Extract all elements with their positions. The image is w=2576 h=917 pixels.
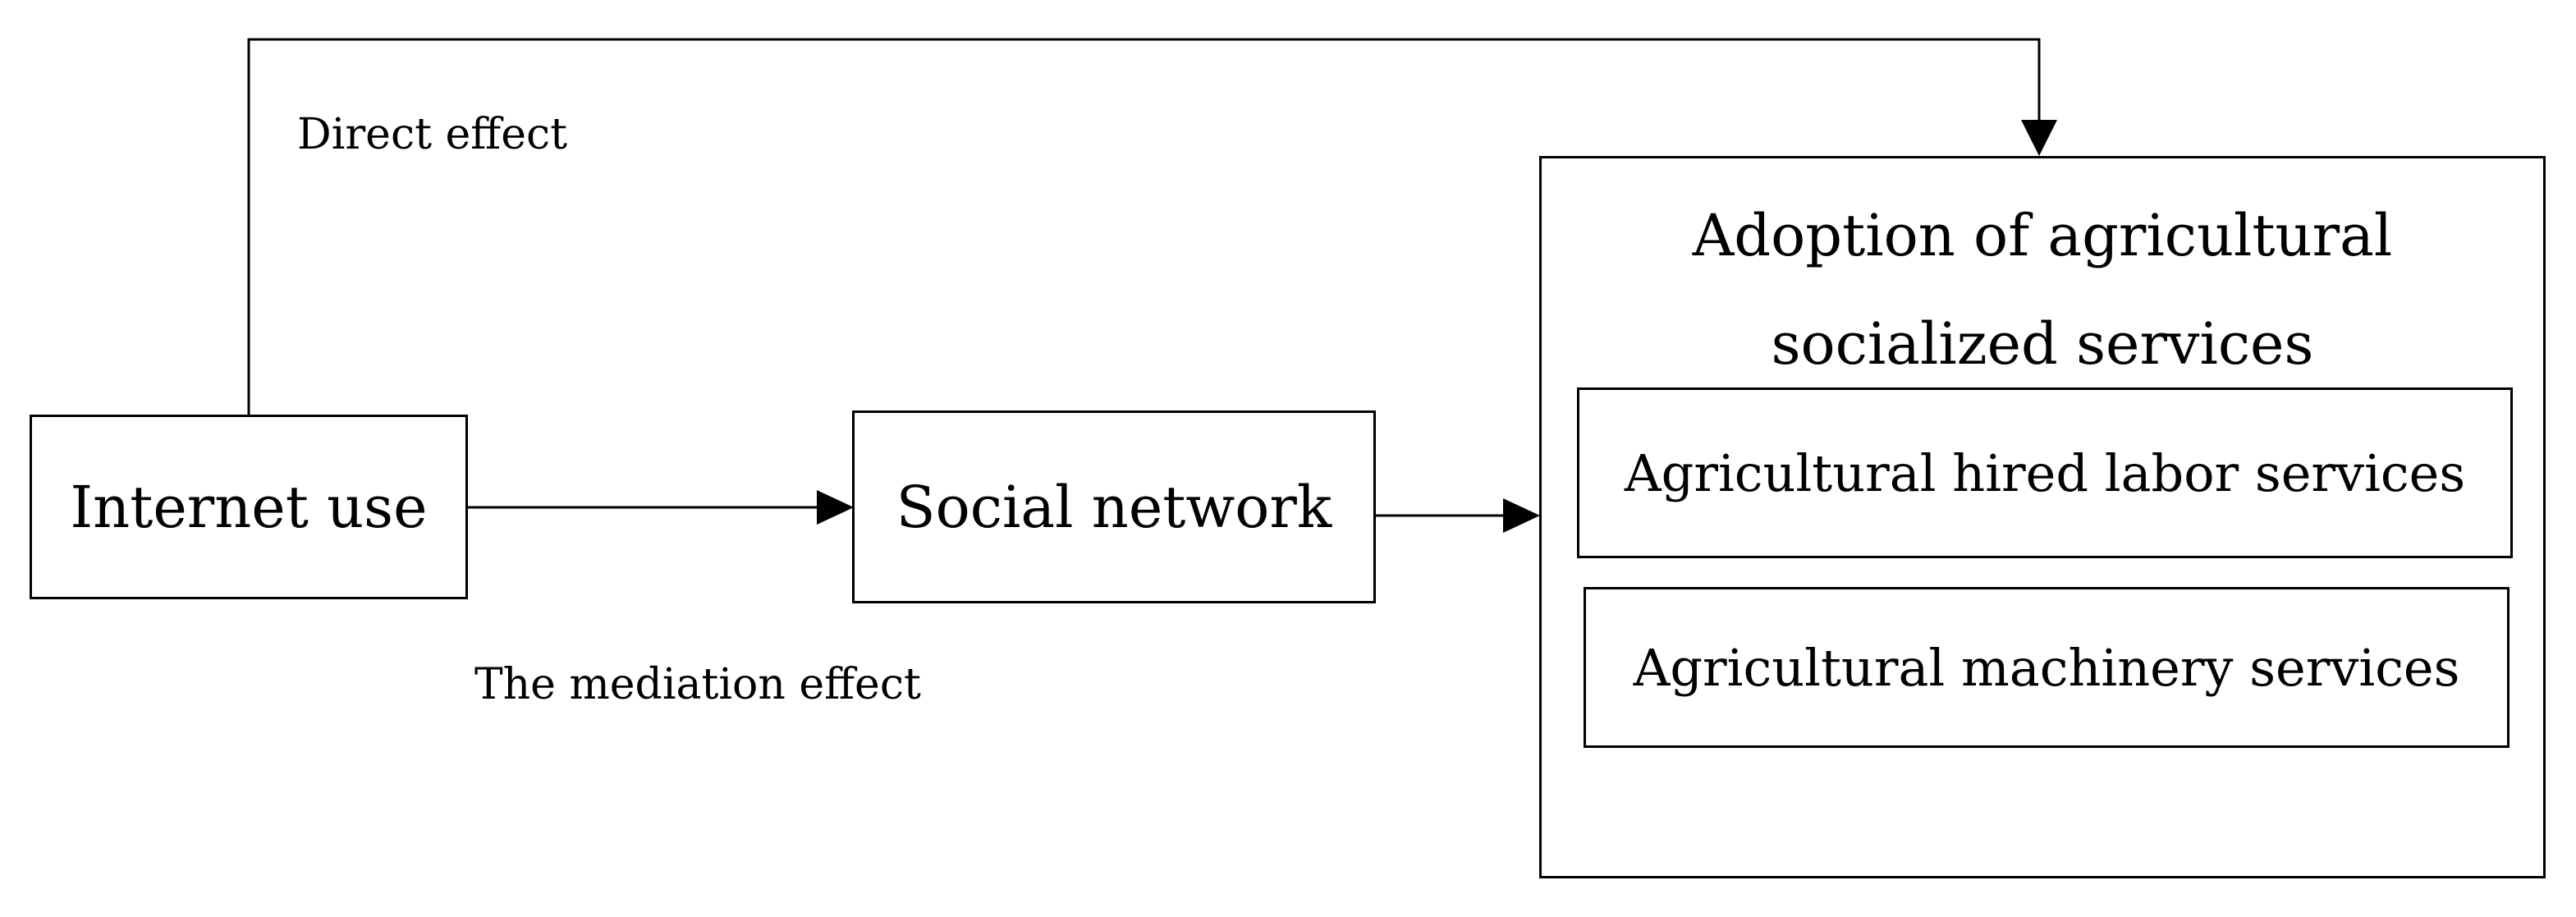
machinery-node: Agricultural machinery services xyxy=(1584,587,2510,748)
hired-labor-label: Agricultural hired labor services xyxy=(1624,442,2466,503)
mediation-effect-label: The mediation effect xyxy=(474,660,921,709)
internet-use-label: Internet use xyxy=(70,473,428,541)
machinery-label: Agricultural machinery services xyxy=(1633,637,2460,698)
direct-effect-arrowhead xyxy=(2021,120,2057,156)
internet-use-node: Internet use xyxy=(30,415,468,599)
social-to-adoption-arrowhead xyxy=(1503,498,1540,533)
social-network-label: Social network xyxy=(896,473,1332,541)
social-network-node: Social network xyxy=(852,410,1376,603)
adoption-title-line1: Adoption of agricultural xyxy=(1692,202,2393,269)
hired-labor-node: Agricultural hired labor services xyxy=(1577,387,2513,558)
direct-effect-arrow xyxy=(247,38,2041,415)
internet-to-social-arrowhead xyxy=(817,490,854,525)
adoption-title-line2: socialized services xyxy=(1771,310,2314,378)
direct-effect-label: Direct effect xyxy=(297,110,568,159)
